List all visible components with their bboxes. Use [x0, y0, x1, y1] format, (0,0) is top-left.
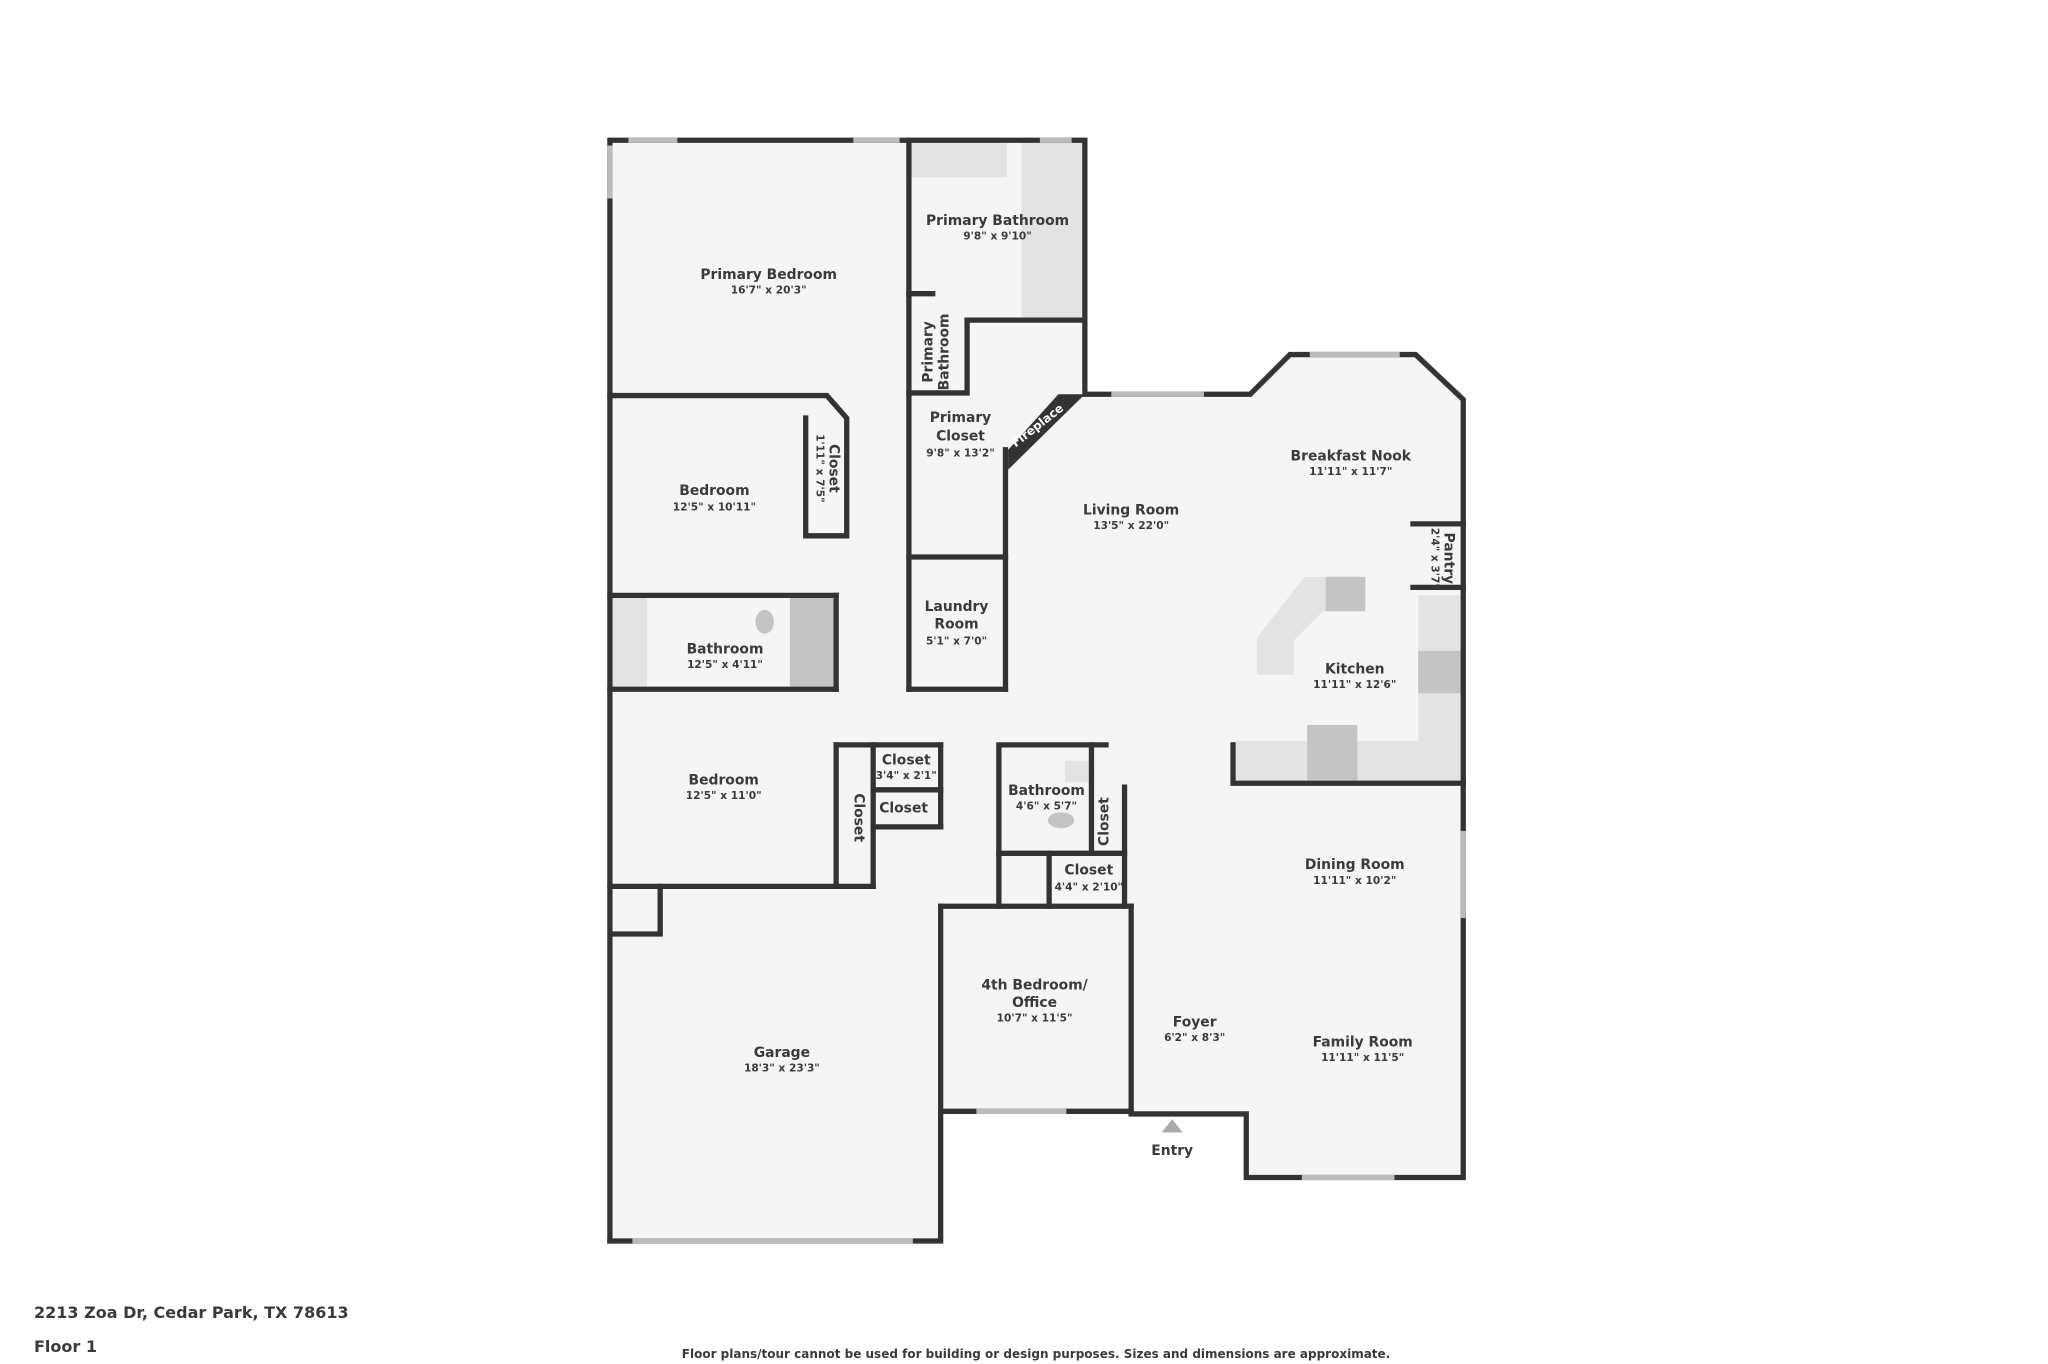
room-label: 4th Bedroom/	[981, 978, 1088, 994]
room-label: Bedroom	[679, 483, 749, 499]
room-dims: 5'1" x 7'0"	[926, 635, 987, 647]
disclaimer: Floor plans/tour cannot be used for buil…	[681, 1347, 1391, 1361]
room-label: Bedroom	[689, 773, 759, 789]
room-label: Kitchen	[1325, 661, 1385, 677]
room-label: Closet	[936, 429, 985, 445]
room-dims: 12'5" x 11'0"	[686, 790, 762, 802]
floor-label: Floor 1	[34, 1337, 97, 1356]
room-label: Family Room	[1313, 1034, 1413, 1050]
room-label: Office	[1012, 995, 1057, 1011]
room-dims: 1'11" x 7'5"	[813, 434, 825, 502]
room-label: Dining Room	[1305, 857, 1405, 873]
room-dims: 18'3" x 23'3"	[744, 1063, 820, 1075]
room-label: Living Room	[1083, 503, 1179, 519]
room-label: Closet	[1097, 797, 1113, 846]
room-label: Room	[934, 616, 978, 632]
floor-area	[609, 140, 1464, 1241]
room-label: Closet	[882, 753, 931, 769]
entry-arrow-icon	[1161, 1119, 1183, 1133]
room-dims: 12'5" x 10'11"	[673, 502, 756, 514]
room-dims: 2'4" x 3'7"	[1428, 528, 1440, 589]
room-dims: 9'8" x 13'2"	[926, 447, 994, 459]
room-dims: 4'4" x 2'10"	[1055, 881, 1124, 893]
room-dims: 12'5" x 4'11"	[687, 659, 763, 671]
fixtures	[612, 142, 1461, 829]
room-label: Closet	[851, 793, 867, 842]
room-label: Closet	[1064, 862, 1113, 878]
room-dims: 11'11" x 11'7"	[1309, 466, 1392, 478]
room-label: Bathroom	[687, 642, 764, 658]
room-label: Primary	[921, 321, 937, 382]
room-dims: 4'6" x 5'7"	[1016, 801, 1077, 813]
room-label: Primary	[930, 410, 991, 426]
room-dims: 13'5" x 22'0"	[1093, 520, 1169, 532]
room-label: Primary Bedroom	[700, 267, 837, 283]
room-dims: 6'2" x 8'3"	[1164, 1032, 1225, 1044]
room-label: Laundry	[925, 599, 989, 615]
address: 2213 Zoa Dr, Cedar Park, TX 78613	[34, 1303, 349, 1322]
room-dims: 11'11" x 10'2"	[1313, 875, 1396, 887]
room-label: Closet	[826, 444, 842, 493]
room-dims: 16'7" x 20'3"	[731, 285, 807, 297]
room-dims: 3'4" x 2'1"	[876, 770, 937, 782]
room-label: Foyer	[1173, 1015, 1217, 1031]
room-dims: 10'7" x 11'5"	[997, 1012, 1073, 1024]
room-dims: 11'11" x 11'5"	[1321, 1052, 1404, 1064]
room-label: Bathroom	[1008, 783, 1085, 799]
room-label: Garage	[754, 1045, 810, 1061]
room-label: Closet	[879, 800, 928, 816]
entry-label: Entry	[1151, 1143, 1193, 1159]
windows	[607, 137, 1466, 1244]
room-label: Primary Bathroom	[926, 213, 1069, 229]
room-dims: 9'8" x 9'10"	[963, 230, 1031, 242]
room-label: Bathroom	[937, 314, 953, 391]
room-label: Breakfast Nook	[1291, 448, 1412, 464]
room-label: Pantry	[1441, 533, 1457, 585]
room-dims: 11'11" x 12'6"	[1313, 679, 1396, 691]
